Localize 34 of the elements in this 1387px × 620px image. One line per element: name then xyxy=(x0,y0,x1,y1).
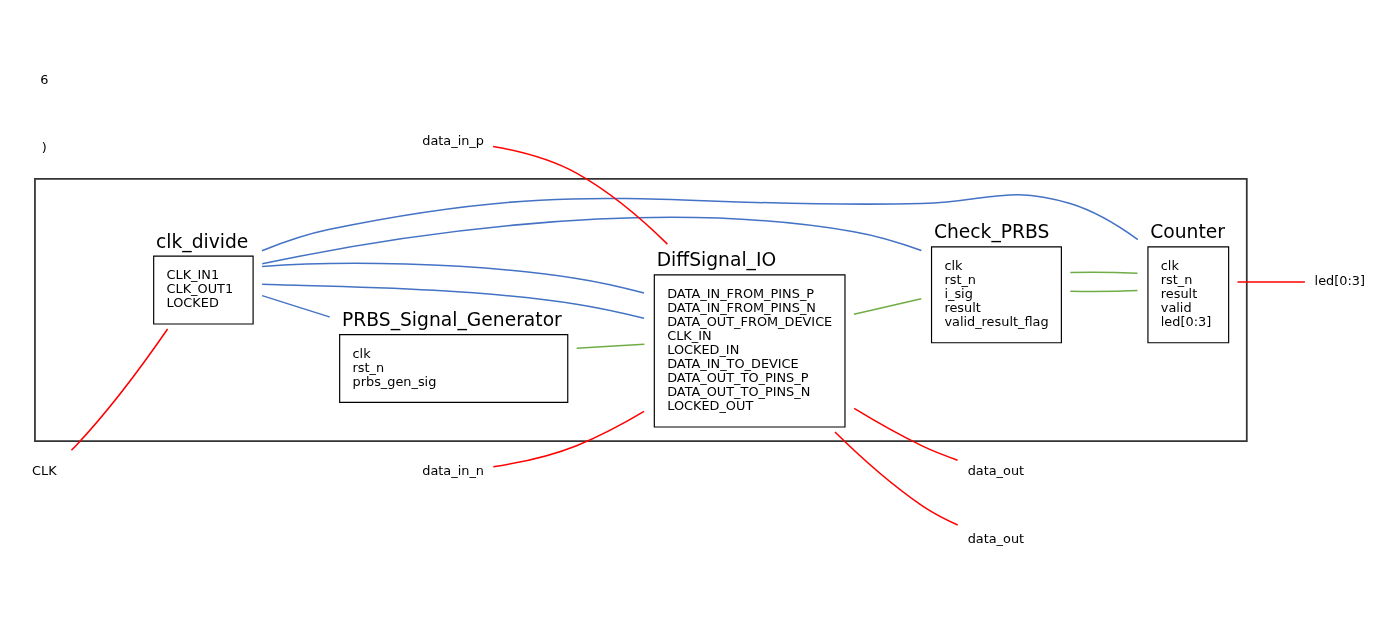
connector xyxy=(1236,281,1306,283)
node-box: clk rst_n i_sig result valid_result_flag xyxy=(930,246,1062,344)
cluster xyxy=(34,178,1248,442)
node-label: DiffSignal_IO xyxy=(656,249,777,271)
node-text: data_in_n xyxy=(422,462,484,478)
connector xyxy=(492,145,669,245)
connector xyxy=(853,298,922,315)
connector xyxy=(261,294,331,318)
node-label: Check_PRBS xyxy=(933,221,1050,243)
node-text: data_out xyxy=(967,530,1025,546)
connector xyxy=(834,431,959,526)
node-box: clk rst_n prbs_gen_sig xyxy=(339,333,569,403)
node-label: PRBS_Signal_Generator xyxy=(342,309,562,331)
node-text: data_in_p xyxy=(422,132,484,148)
connector xyxy=(1069,289,1139,293)
node-text: led[0:3] xyxy=(1314,273,1365,289)
node-label: Counter xyxy=(1150,221,1226,243)
connector xyxy=(261,193,1139,252)
connector xyxy=(261,283,645,319)
connector xyxy=(853,407,959,461)
connector xyxy=(261,262,645,294)
node-label: clk_divide xyxy=(156,230,249,252)
connector xyxy=(261,216,923,265)
connector xyxy=(1069,271,1139,275)
node-box: CLK_IN1 CLK_OUT1 LOCKED xyxy=(153,255,254,325)
label: ) xyxy=(41,139,47,155)
node-text: CLK xyxy=(32,462,57,478)
node-box: DATA_IN_FROM_PINS_P DATA_IN_FROM_PINS_N DATA_OUT_FROM_DEVICE CLK_IN LOCKED_IN DATA_IN_TO_DEVICE DATA_OUT_TO_PINS_P DATA_OUT_TO_PINS_N LOCKED_OUT xyxy=(653,274,846,428)
connector xyxy=(492,410,645,468)
connector xyxy=(575,343,646,350)
connector xyxy=(70,328,169,451)
node-box: clk rst_n result valid led[0:3] xyxy=(1147,246,1230,344)
label: 6 xyxy=(40,72,49,88)
node-text: data_out xyxy=(967,462,1025,478)
